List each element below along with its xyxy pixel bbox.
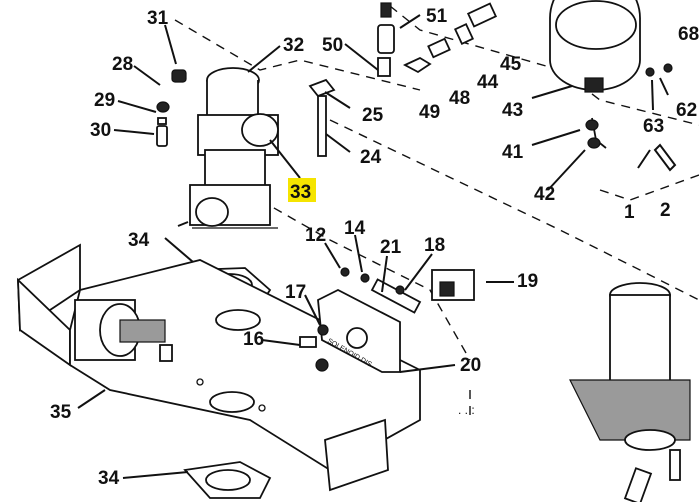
callout-33-highlighted: 33 bbox=[290, 182, 311, 203]
solenoid bbox=[74, 299, 173, 362]
callout-21: 21 bbox=[380, 237, 402, 258]
mounting-bracket bbox=[17, 243, 421, 492]
callout-labels: 31 32 28 29 30 50 51 45 44 48 49 25 24 3… bbox=[50, 6, 699, 489]
gasket-lower bbox=[183, 461, 272, 499]
callout-17: 17 bbox=[285, 282, 306, 303]
regulator bbox=[549, 0, 677, 172]
callout-43: 43 bbox=[502, 100, 523, 121]
callout-18: 18 bbox=[424, 235, 445, 256]
callout-49: 49 bbox=[419, 102, 440, 123]
callout-2: 2 bbox=[660, 200, 671, 221]
callout-1: 1 bbox=[624, 202, 635, 223]
callout-14: 14 bbox=[344, 218, 366, 239]
callout-24: 24 bbox=[360, 147, 382, 168]
callout-51: 51 bbox=[426, 6, 448, 27]
callout-16: 16 bbox=[243, 329, 264, 350]
callout-12: 12 bbox=[305, 225, 326, 246]
callout-48: 48 bbox=[449, 88, 470, 109]
callout-29: 29 bbox=[94, 90, 115, 111]
callout-68: 68 bbox=[678, 24, 699, 45]
callout-30: 30 bbox=[90, 120, 111, 141]
leader-lines bbox=[77, 14, 669, 479]
callout-34-lower: 34 bbox=[98, 468, 120, 489]
callout-44: 44 bbox=[477, 72, 499, 93]
callout-35: 35 bbox=[50, 402, 72, 423]
misc-dots: . . : bbox=[458, 403, 475, 417]
callout-63: 63 bbox=[643, 116, 664, 137]
carburetor-assembly bbox=[177, 67, 279, 229]
callout-20: 20 bbox=[460, 355, 481, 376]
callout-62: 62 bbox=[676, 100, 697, 121]
callout-41: 41 bbox=[502, 142, 524, 163]
fuel-filter bbox=[569, 282, 691, 502]
callout-highlight bbox=[288, 178, 316, 202]
fittings-top bbox=[308, 2, 498, 157]
fittings-left bbox=[156, 69, 187, 147]
callout-42: 42 bbox=[534, 184, 555, 205]
callout-19: 19 bbox=[517, 271, 538, 292]
callout-28: 28 bbox=[112, 54, 133, 75]
callout-45: 45 bbox=[500, 54, 522, 75]
callout-25: 25 bbox=[362, 105, 384, 126]
callout-34-upper: 34 bbox=[128, 230, 150, 251]
callout-50: 50 bbox=[322, 35, 343, 56]
switch-plate: SOLENOID DIS bbox=[299, 267, 475, 373]
callout-32: 32 bbox=[283, 35, 304, 56]
callout-31: 31 bbox=[147, 8, 169, 29]
